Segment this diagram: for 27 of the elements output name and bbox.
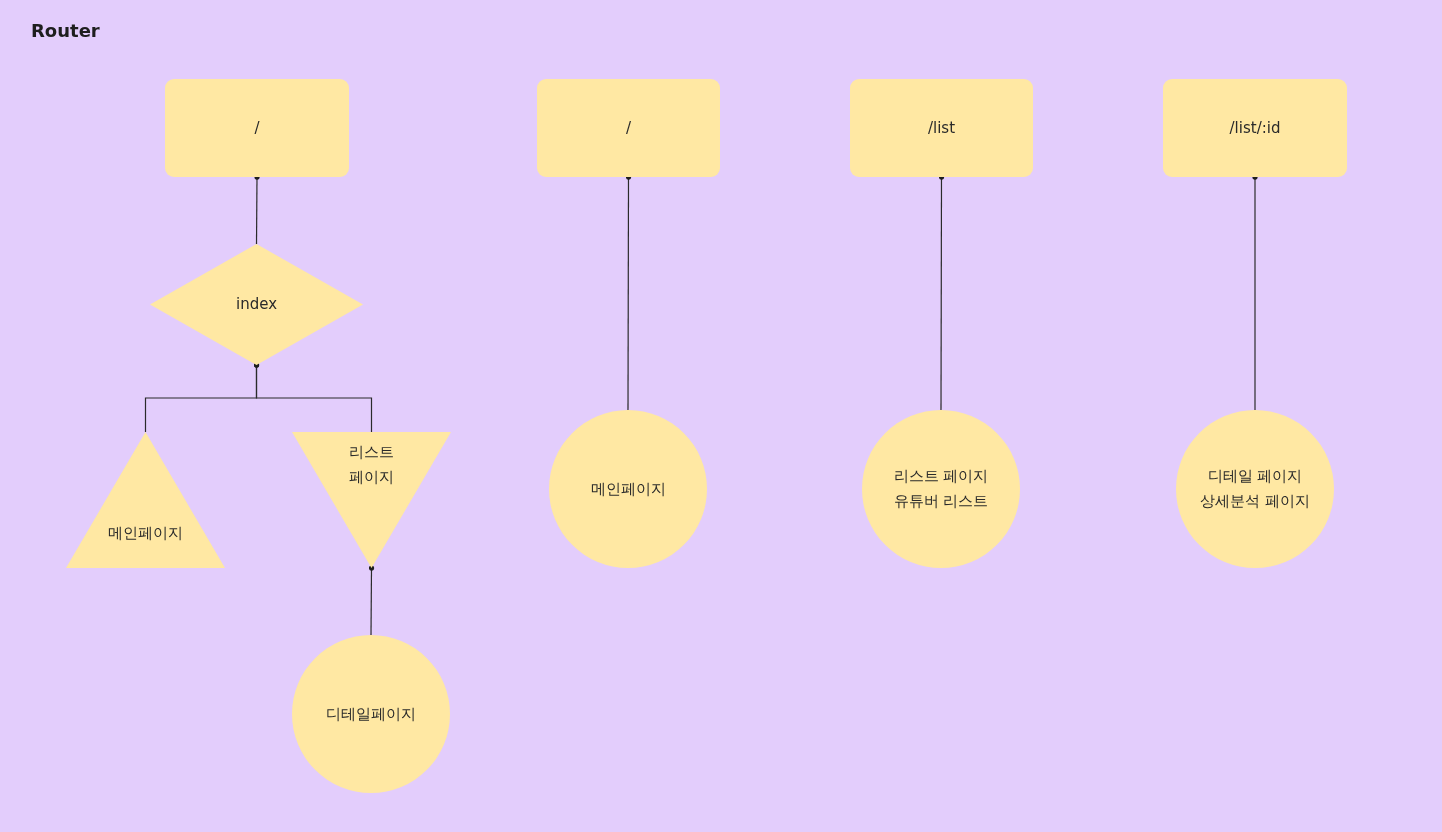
route-box — [165, 79, 349, 177]
node-label: index — [235, 294, 277, 315]
node-label: 상세분석 페이지 — [1200, 491, 1310, 512]
node-label: 메인페이지 — [590, 478, 666, 500]
decision-diamond — [150, 244, 363, 365]
connector — [368, 565, 375, 636]
route-path-label: / — [625, 117, 632, 139]
node-label: 메인페이지 — [108, 523, 183, 544]
route-path-label: /list/:id — [1229, 117, 1281, 139]
inverted-triangle-shape — [292, 432, 451, 568]
route-box — [1163, 79, 1347, 177]
page-circle — [549, 410, 707, 568]
node-label: 리스트 페이지 — [348, 442, 395, 488]
route-box — [537, 79, 720, 177]
triangle-shape — [66, 432, 225, 568]
route-path-label: /list — [927, 117, 956, 139]
connector — [253, 362, 373, 433]
route-path-label: / — [254, 117, 260, 139]
page-circle — [1176, 410, 1334, 568]
diagram-title: Router — [31, 20, 100, 41]
route-box — [850, 79, 1033, 177]
page-circle — [292, 635, 450, 793]
node-label: 디테일 페이지 — [1207, 466, 1303, 487]
node-label: 유튜버 리스트 — [893, 491, 989, 512]
node-label: 디테일페이지 — [326, 703, 416, 725]
page-circle — [862, 410, 1020, 568]
node-label: 리스트 페이지 — [893, 466, 989, 487]
